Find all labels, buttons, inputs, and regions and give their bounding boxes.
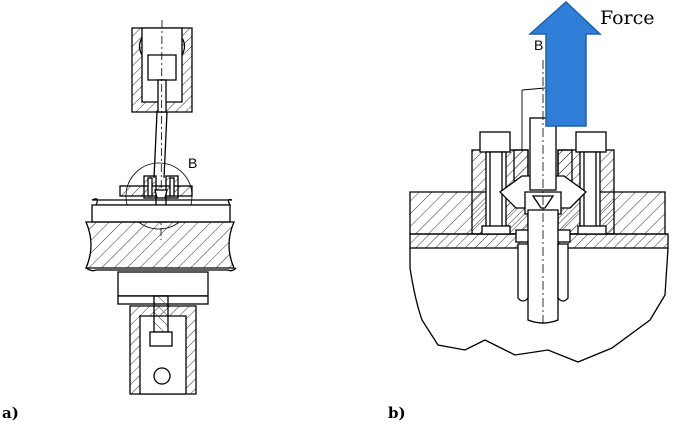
panel-a-drawing [85, 19, 237, 395]
main-body [85, 198, 237, 272]
lower-grip [129, 295, 197, 395]
panel-a-detail-label: B [188, 155, 197, 171]
panel-b-drawing [409, 60, 669, 363]
force-label: Force [600, 7, 655, 29]
panel-a-caption: a) [2, 404, 19, 422]
panel-b-caption: b) [388, 404, 406, 422]
panel-b-detail-label: B [534, 37, 543, 53]
force-arrow-icon [528, 0, 602, 127]
specimen-shaft [517, 60, 569, 325]
